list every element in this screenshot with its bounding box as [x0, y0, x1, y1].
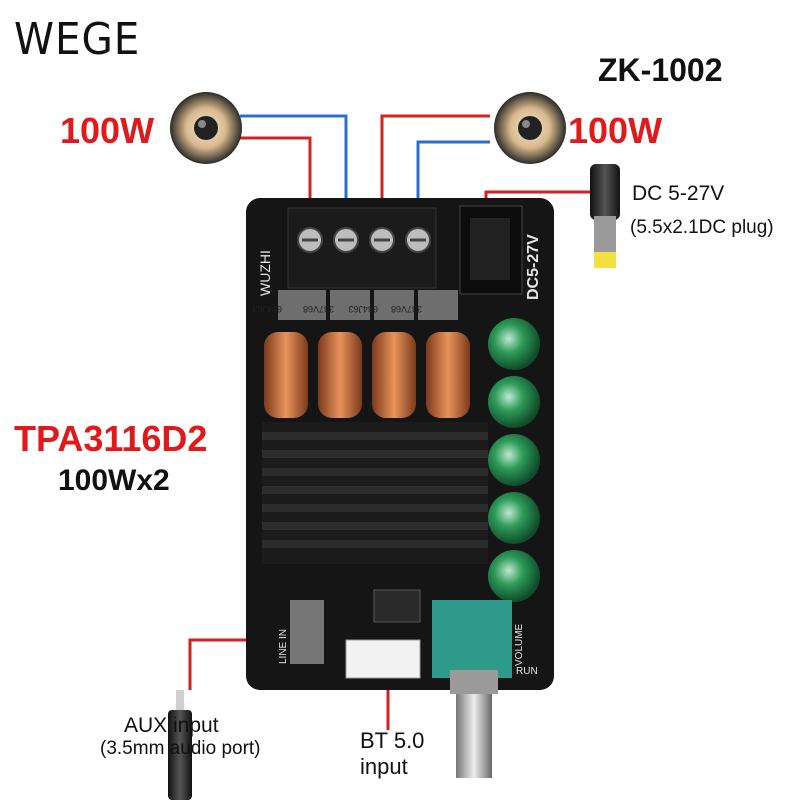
aux-input-subtitle: (3.5mm audio port) — [100, 738, 261, 759]
capacitors — [488, 318, 540, 602]
board-line-in-label: LINE IN — [278, 629, 289, 664]
chip-name: TPA3116D2 — [14, 418, 208, 459]
board-run-label: RUN — [516, 666, 538, 677]
volume-pot — [432, 600, 512, 678]
dc-plug-icon — [590, 164, 620, 268]
board-voltage-label: DC5-27V — [525, 234, 542, 300]
speaker-left-icon — [170, 92, 242, 164]
dc-input-title: DC 5-27V — [632, 182, 725, 205]
terminal-screws — [297, 227, 431, 253]
speaker-right-icon — [494, 92, 566, 164]
aux-jack-icon — [168, 690, 192, 800]
bt-module — [345, 639, 421, 679]
aux-jack — [290, 600, 324, 664]
inductor-code: 684J63 — [348, 304, 378, 314]
board-volume-label: VOLUME — [514, 623, 525, 666]
inductor-code: 337V68 — [303, 304, 334, 314]
dc-input-subtitle: (5.5x2.1DC plug) — [630, 217, 774, 238]
bt-input-title: BT 5.0 — [360, 728, 425, 753]
board-maker-label: WUZHI — [257, 250, 273, 296]
bt-input-subtitle: input — [360, 754, 408, 779]
coils — [264, 332, 470, 418]
right-power-label: 100W — [568, 110, 663, 151]
aux-input-title: AUX input — [124, 714, 219, 737]
heatsink — [262, 422, 488, 564]
brand-logo: WEGE — [14, 14, 141, 65]
volume-knob-icon — [450, 670, 498, 778]
inductor-code: 684J63 — [252, 304, 282, 314]
inductor-code: 337V68 — [391, 304, 422, 314]
model-number: ZK-1002 — [598, 52, 723, 88]
left-power-label: 100W — [60, 110, 155, 151]
chip-rating: 100Wx2 — [58, 464, 170, 497]
amplifier-board — [246, 198, 554, 690]
